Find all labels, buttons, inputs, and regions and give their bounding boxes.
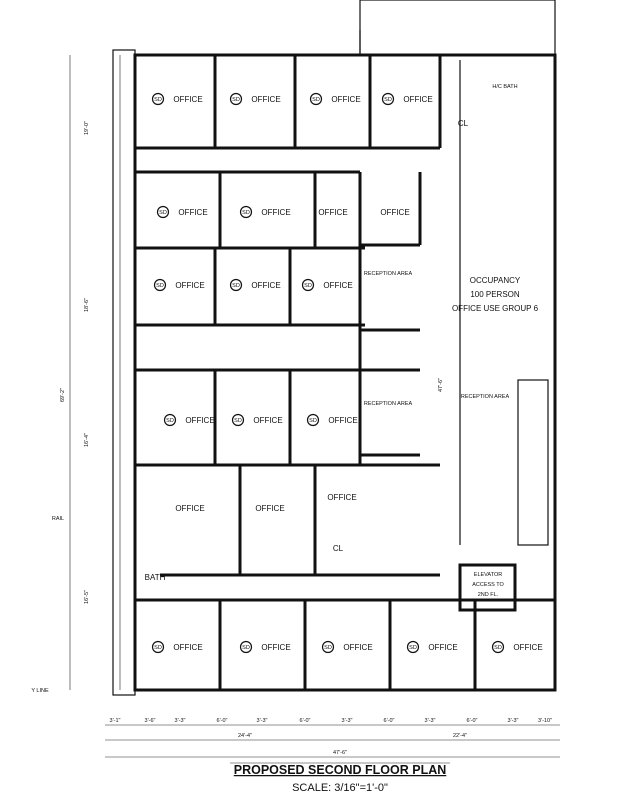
- room-label-office: OFFICE: [380, 208, 409, 217]
- room-label-office: OFFICE: [323, 281, 352, 290]
- smoke-detector-tag: SD: [494, 645, 502, 651]
- room-label-office: OFFICE: [251, 95, 280, 104]
- bottom-dimension: 6'-0": [467, 718, 478, 724]
- smoke-detector-symbol: [229, 278, 243, 292]
- smoke-detector-tag: SD: [304, 283, 312, 289]
- misc-label: CL: [458, 119, 469, 128]
- bottom-dimension: 6'-0": [300, 718, 311, 724]
- overall-dimension: 22'-4": [453, 733, 467, 739]
- corridor-dimension: 47'-6": [438, 378, 444, 392]
- left-dimension: 69'-2": [60, 388, 66, 402]
- smoke-detector-tag: SD: [232, 97, 240, 103]
- smoke-detector-symbol: [301, 278, 315, 292]
- smoke-detector-tag: SD: [156, 283, 164, 289]
- smoke-detector-symbol: [381, 92, 395, 106]
- smoke-detector-tag: SD: [309, 418, 317, 424]
- smoke-detector-tag: SD: [232, 283, 240, 289]
- room-label-office: OFFICE: [178, 208, 207, 217]
- misc-label: ACCESS TO: [472, 582, 504, 588]
- smoke-detector-symbol: [151, 640, 165, 654]
- room-label-office: OFFICE: [331, 95, 360, 104]
- smoke-detector-symbol: [229, 92, 243, 106]
- smoke-detector-tag: SD: [384, 97, 392, 103]
- left-dimension: 19'-0": [84, 121, 90, 135]
- room-label-office: OFFICE: [328, 416, 357, 425]
- room-label-office: OFFICE: [318, 208, 347, 217]
- room-label-reception-main: RECEPTION AREA: [461, 394, 510, 400]
- left-dimension: 16'-5": [84, 590, 90, 604]
- smoke-detector-tag: SD: [312, 97, 320, 103]
- bottom-dimension: 3'-10": [538, 718, 552, 724]
- smoke-detector-symbol: [239, 640, 253, 654]
- room-label-office: OFFICE: [175, 504, 204, 513]
- smoke-detector-symbol: [231, 413, 245, 427]
- smoke-detector-symbol: [309, 92, 323, 106]
- bottom-dimension: 6'-0": [384, 718, 395, 724]
- room-label-office: OFFICE: [403, 95, 432, 104]
- misc-label: RAIL: [52, 516, 64, 522]
- smoke-detector-tag: SD: [159, 210, 167, 216]
- bottom-dimension: 3'-3": [508, 718, 519, 724]
- smoke-detector-symbol: [163, 413, 177, 427]
- smoke-detector-tag: SD: [234, 418, 242, 424]
- room-label-office: OFFICE: [253, 416, 282, 425]
- left-dimension: 18'-6": [84, 298, 90, 312]
- smoke-detector-tag: SD: [166, 418, 174, 424]
- smoke-detector-symbol: [239, 205, 253, 219]
- dimension-lines: [69, 55, 560, 764]
- occupancy-note: OFFICE USE GROUP 6: [452, 304, 539, 313]
- occupancy-note: OCCUPANCY: [470, 276, 521, 285]
- smoke-detector-symbol: [156, 205, 170, 219]
- misc-label: ELEVATOR: [474, 572, 502, 578]
- drawing-title: PROPOSED SECOND FLOOR PLAN: [234, 763, 447, 777]
- room-label-office: OFFICE: [175, 281, 204, 290]
- room-label-reception: RECEPTION AREA: [364, 271, 413, 277]
- smoke-detector-symbol: [306, 413, 320, 427]
- smoke-detector-symbol: [153, 278, 167, 292]
- bottom-dimension: 3'-3": [257, 718, 268, 724]
- room-label-office: OFFICE: [261, 208, 290, 217]
- smoke-detector-tag: SD: [154, 645, 162, 651]
- bottom-dimension: 3'-3": [342, 718, 353, 724]
- smoke-detector-tag: SD: [242, 210, 250, 216]
- room-label-office: OFFICE: [255, 504, 284, 513]
- misc-label: 2ND FL.: [478, 592, 499, 598]
- smoke-detector-symbol: [406, 640, 420, 654]
- room-label-office: OFFICE: [173, 643, 202, 652]
- misc-label: Y LINE: [31, 688, 49, 694]
- smoke-detector-tag: SD: [409, 645, 417, 651]
- smoke-detector-tag: SD: [242, 645, 250, 651]
- room-label-office: OFFICE: [185, 416, 214, 425]
- bottom-dimension: 3'-1": [110, 718, 121, 724]
- smoke-detector-symbol: [321, 640, 335, 654]
- walls: [112, 0, 557, 696]
- room-label-office: OFFICE: [428, 643, 457, 652]
- bottom-dimension: 3'-3": [175, 718, 186, 724]
- left-dimension: 16'-4": [84, 433, 90, 447]
- occupancy-note: 100 PERSON: [470, 290, 520, 299]
- room-label-office: OFFICE: [327, 493, 356, 502]
- room-label-office: OFFICE: [173, 95, 202, 104]
- misc-label: CL: [333, 544, 344, 553]
- drawing-scale: SCALE: 3/16"=1'-0": [292, 782, 388, 794]
- bottom-dimension: 6'-0": [217, 718, 228, 724]
- misc-label: BATH: [145, 573, 166, 582]
- room-label-reception: RECEPTION AREA: [364, 401, 413, 407]
- smoke-detector-tag: SD: [154, 97, 162, 103]
- misc-label: H/C BATH: [492, 84, 517, 90]
- overall-dimension: 47'-6": [333, 750, 347, 756]
- room-label-office: OFFICE: [343, 643, 372, 652]
- bottom-dimension: 3'-3": [425, 718, 436, 724]
- room-label-office: OFFICE: [513, 643, 542, 652]
- bottom-dimension: 3'-6": [145, 718, 156, 724]
- smoke-detector-tag: SD: [324, 645, 332, 651]
- smoke-detector-symbol: [491, 640, 505, 654]
- smoke-detector-symbol: [151, 92, 165, 106]
- room-label-office: OFFICE: [251, 281, 280, 290]
- room-label-office: OFFICE: [261, 643, 290, 652]
- overall-dimension: 24'-4": [238, 733, 252, 739]
